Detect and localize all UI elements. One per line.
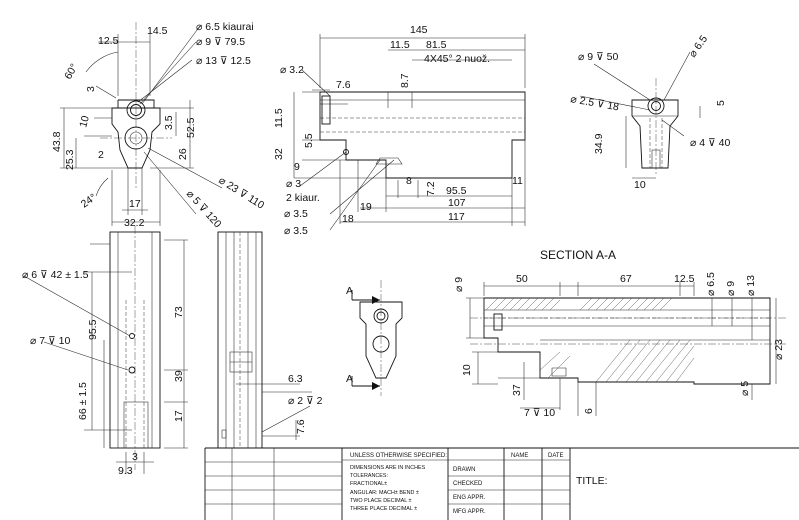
dim-label: 26 — [177, 148, 189, 160]
dim-label: 12.5 — [674, 273, 695, 285]
view-section-marker: A A — [346, 280, 403, 396]
title-block-note: FRACTIONAL± — [350, 481, 387, 487]
hatch-region-bottom — [539, 339, 695, 383]
dim-label: 25.3 — [64, 149, 76, 170]
dim-label: 107 — [448, 197, 466, 209]
dim-label: 3 — [132, 451, 138, 463]
dim-label: 18 — [342, 213, 354, 225]
dim-label: ⌀ 6 ⊽ 42 ± 1.5 — [22, 269, 89, 281]
dim-label: ⌀ 3 — [286, 178, 301, 190]
dim-label: 2 kiaur. — [286, 192, 320, 204]
dim-label: 10 — [634, 179, 646, 191]
section-title: SECTION A-A — [540, 248, 616, 262]
dim-label: ⌀ 13 — [745, 275, 757, 296]
dim-label: 11.5 — [390, 39, 410, 51]
dim-label: 145 — [410, 24, 428, 36]
view-plan: ⌀ 6 ⊽ 42 ± 1.5 95.5 73 ⌀ 7 ⊽ 10 39 66 ± … — [22, 226, 188, 477]
hatch-region-top-left — [485, 297, 561, 311]
dim-label: 95.5 — [446, 185, 467, 197]
dim-label: 7.6 — [336, 79, 351, 91]
dim-label: ⌀ 3.5 — [284, 225, 308, 237]
dim-label: 5.5 — [303, 133, 315, 148]
dim-label: 6 — [583, 408, 595, 414]
title-block: UNLESS OTHERWISE SPECIFIED: NAME DATE DI… — [204, 447, 799, 520]
dim-label: ⌀ 13 ⊽ 12.5 — [196, 55, 251, 67]
dim-label: 14.5 — [147, 25, 168, 37]
dim-label: 81.5 — [426, 39, 447, 51]
title-block-note: TOLERANCES: — [350, 473, 388, 479]
view-narrow-side: 6.3 ⌀ 2 ⊽ 2 7.6 — [217, 231, 323, 449]
title-block-header: DATE — [548, 453, 564, 459]
dim-label: 5 — [715, 100, 727, 106]
section-a-a-view: SECTION A-A — [453, 248, 786, 419]
dim-label: 10 — [77, 114, 92, 129]
dim-label: 117 — [448, 211, 465, 223]
dim-label: 19 — [360, 201, 372, 213]
dim-label: 9.3 — [118, 465, 133, 477]
dim-label: ⌀ 9 — [453, 277, 465, 292]
dim-label: 50 — [516, 273, 528, 285]
dim-label: 73 — [173, 306, 185, 318]
section-mark-label: A — [346, 285, 353, 297]
dim-label: 8 — [406, 175, 412, 187]
dim-label: 43.8 — [51, 131, 63, 152]
dim-label: ⌀ 6.5 kiaurai — [196, 21, 254, 33]
dim-label: 95.5 — [87, 319, 99, 340]
dim-label: 3.5 — [163, 115, 175, 130]
dim-label: 67 — [620, 273, 632, 285]
dim-label: ⌀ 7 ⊽ 10 — [30, 335, 70, 347]
dim-label: 66 ± 1.5 — [77, 382, 89, 420]
dim-label: 4X45° 2 nuož. — [424, 53, 490, 65]
title-block-note: DIMENSIONS ARE IN INCHES — [350, 465, 426, 471]
dim-label: ⌀ 9 — [725, 281, 737, 296]
section-mark-label: A — [346, 373, 353, 385]
title-block-note: TWO PLACE DECIMAL ± — [350, 498, 412, 504]
hatch-region-top-right — [579, 297, 673, 311]
dim-label: 8.7 — [399, 73, 411, 88]
dim-label: 17 — [173, 410, 185, 422]
plan-dims: ⌀ 6 ⊽ 42 ± 1.5 95.5 73 ⌀ 7 ⊽ 10 39 66 ± … — [22, 269, 185, 477]
dim-label: 3 — [85, 86, 97, 92]
title-block-note: ANGULAR: MACH± BEND ± — [350, 490, 419, 496]
title-block-field: CHECKED — [453, 481, 483, 487]
dim-label: ⌀ 23 — [773, 339, 785, 360]
dim-label: ⌀ 3.2 — [280, 64, 304, 76]
dim-label: ⌀ 5 — [739, 381, 751, 396]
side-elevation-dims: 145 11.5 81.5 4X45° 2 nuož. ⌀ 3.2 7.6 8.… — [273, 24, 523, 237]
dim-label: 9 — [294, 161, 300, 173]
dim-label: 34.9 — [593, 133, 605, 154]
dim-label: 11.5 — [273, 108, 285, 128]
dim-label: 7 ⊽ 10 — [524, 407, 555, 419]
view-side-elevation: 145 11.5 81.5 4X45° 2 nuož. ⌀ 3.2 7.6 8.… — [273, 24, 526, 237]
dim-label: 12.5 — [98, 35, 119, 47]
section-dims: ⌀ 9 50 67 12.5 ⌀ 6.5 ⌀ 9 ⌀ 13 ⌀ 23 10 37… — [453, 272, 785, 419]
dim-label: 10 — [461, 364, 473, 376]
dim-label: 52.5 — [185, 117, 197, 138]
dim-label: 11 — [512, 175, 523, 187]
dim-label: ⌀ 6.5 — [705, 272, 717, 296]
dim-label: 32 — [273, 148, 285, 160]
title-label: TITLE: — [576, 475, 608, 487]
dim-label: 17 — [129, 198, 141, 210]
title-block-note: UNLESS OTHERWISE SPECIFIED: — [350, 453, 447, 459]
title-block-note: THREE PLACE DECIMAL ± — [350, 506, 417, 512]
dim-label: 6.3 — [288, 373, 303, 385]
title-block-field: MFG APPR. — [453, 509, 486, 515]
dim-label: ⌀ 4 ⊽ 40 — [690, 137, 730, 149]
dim-label: 37 — [511, 384, 523, 396]
dim-label: 32.2 — [124, 217, 145, 229]
dim-label: ⌀ 2 ⊽ 2 — [288, 395, 323, 407]
narrow-side-dims: 6.3 ⌀ 2 ⊽ 2 7.6 — [288, 373, 323, 434]
title-block-field: DRAWN — [453, 467, 475, 473]
dim-label: ⌀ 3.5 — [284, 208, 308, 220]
dim-label: ⌀ 9 ⊽ 50 — [578, 51, 618, 63]
title-block-field: ENG APPR. — [453, 495, 486, 501]
title-block-header: NAME — [511, 453, 528, 459]
dim-label: 39 — [173, 370, 185, 382]
dim-label: 7.2 — [425, 181, 437, 196]
dim-label: 7.6 — [295, 419, 307, 434]
dim-label: ⌀ 9 ⊽ 79.5 — [196, 36, 245, 48]
dim-label: 2 — [98, 149, 104, 161]
